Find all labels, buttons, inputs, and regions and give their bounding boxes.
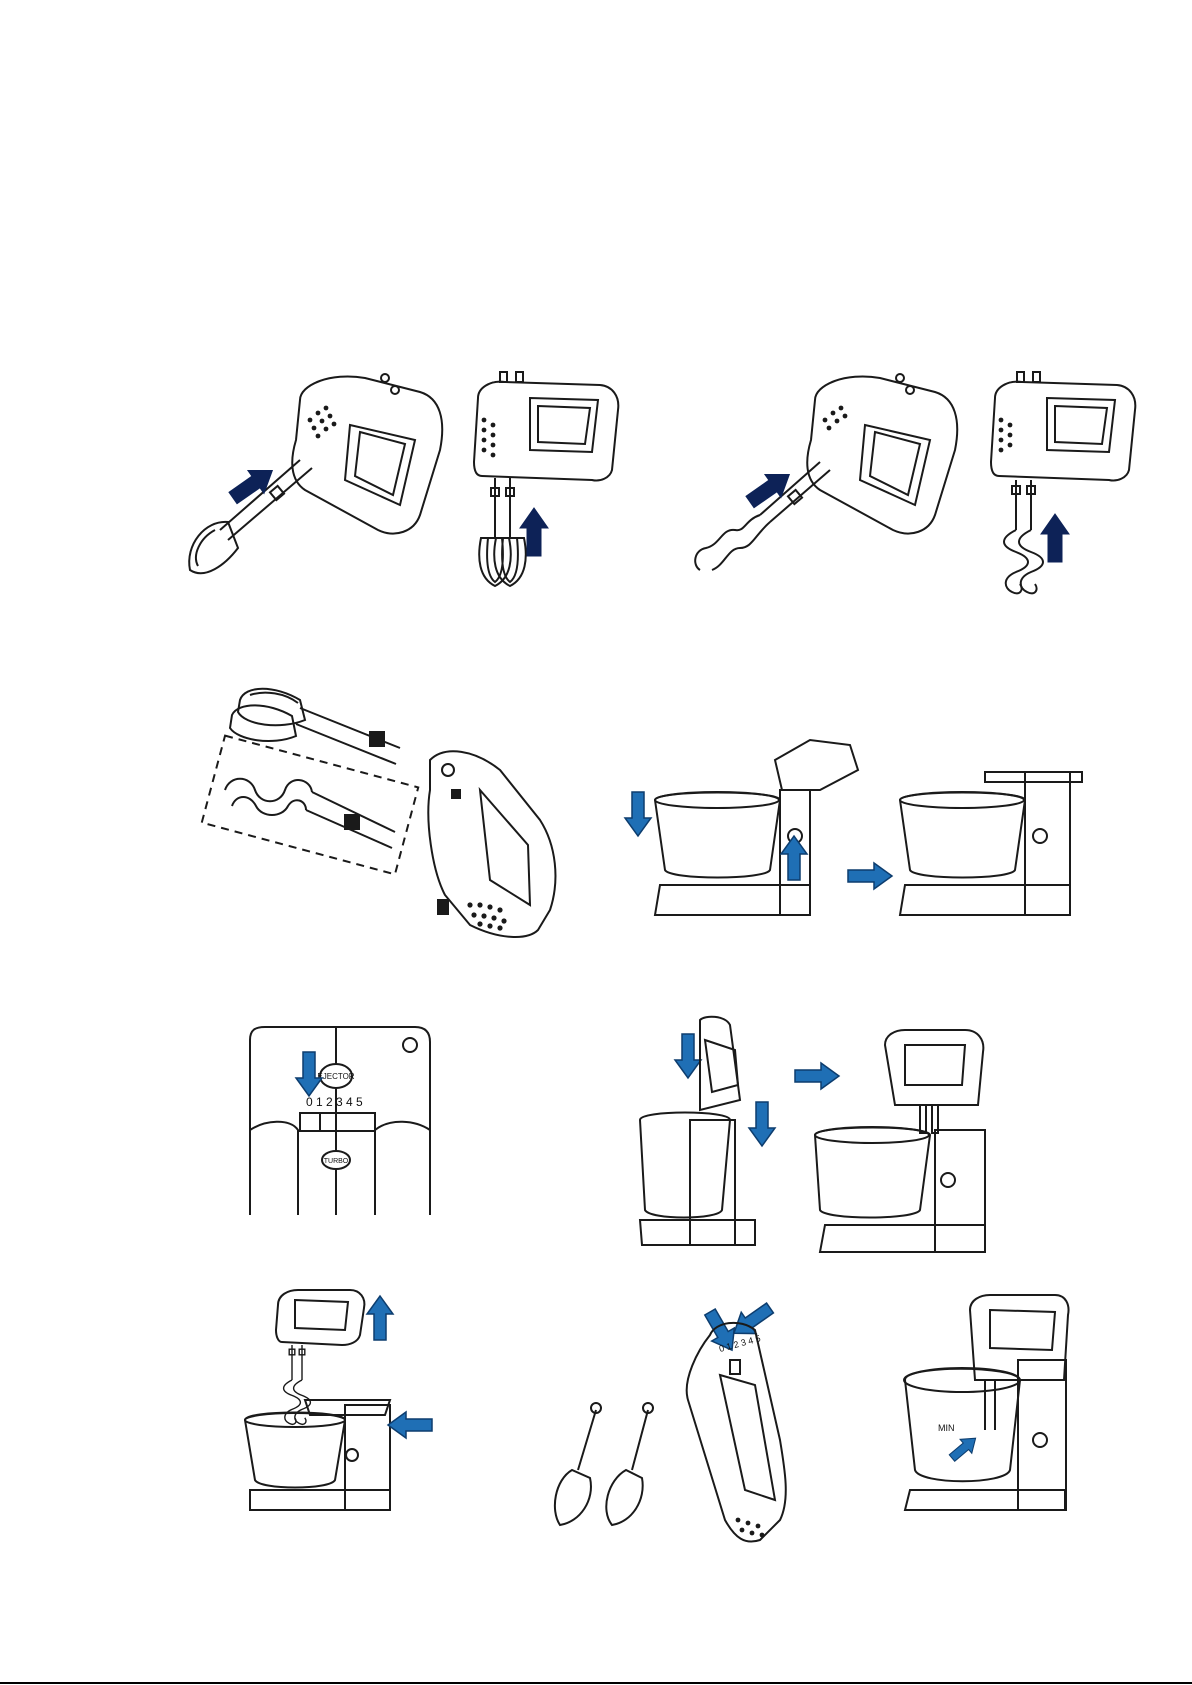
vent-dots	[308, 406, 337, 439]
turbo-button: TURBO	[322, 1151, 350, 1169]
stand-tilted-with-mixer	[640, 1017, 755, 1245]
step-insert-dough-hooks	[695, 372, 1135, 593]
vent-dots	[736, 1518, 765, 1538]
stand-with-bowl	[245, 1400, 390, 1510]
arrow-up-icon	[520, 508, 548, 556]
step-mount-mixer	[640, 1017, 985, 1252]
step-insert-beaters	[189, 372, 618, 586]
arrow-up-icon	[781, 836, 807, 880]
arrow-down-icon	[675, 1034, 701, 1078]
arrow-up-right-icon	[946, 1431, 981, 1465]
stand-with-bowl-open	[655, 740, 858, 915]
dough-hook-pair-horizontal	[225, 779, 395, 848]
mixer-control-panel	[250, 1027, 430, 1215]
arrow-down-icon	[749, 1102, 775, 1146]
page-bottom-rule	[0, 1682, 1192, 1684]
step-place-bowl	[625, 740, 1082, 915]
stand-with-mounted-mixer	[815, 1030, 985, 1252]
hand-mixer-upright	[474, 372, 618, 481]
arrow-up-icon	[367, 1296, 393, 1340]
turbo-label: TURBO	[324, 1158, 349, 1165]
vent-dots	[999, 418, 1013, 453]
step-min-marker: MIN	[904, 1295, 1068, 1510]
step-lift-mixer	[245, 1290, 432, 1510]
beater-pair-horizontal	[230, 689, 400, 764]
hand-mixer-lifted	[276, 1290, 364, 1345]
arrow-right-icon	[795, 1063, 839, 1089]
step-eject-attachments: 0 1 2 3 4 5	[555, 1297, 786, 1541]
hand-mixer-upright-side	[687, 1323, 786, 1542]
speed-switch	[300, 1113, 375, 1131]
ejected-beaters	[555, 1403, 653, 1525]
min-label: MIN	[938, 1423, 955, 1433]
step-control-panel: EJECTOR 0 1 2 3 4 5 TURBO	[250, 1027, 430, 1215]
ejector-label: EJECTOR	[317, 1072, 354, 1081]
speed-scale: 0 1 2 3 4 5	[306, 1095, 363, 1109]
arrow-down-icon	[625, 792, 651, 836]
hand-mixer-side	[428, 751, 555, 937]
stand-bowl-with-mixer	[904, 1295, 1068, 1510]
dough-hook	[1019, 480, 1043, 593]
arrow-right-icon	[848, 863, 892, 889]
arrow-up-icon	[1041, 514, 1069, 562]
hand-mixer-upright	[991, 372, 1135, 481]
arrow-left-icon	[388, 1412, 432, 1438]
stand-with-bowl-closed	[900, 772, 1082, 915]
hand-mixer-tilted	[807, 374, 957, 534]
vent-dots	[482, 418, 496, 458]
step-attachments-overview	[202, 689, 556, 937]
vent-dots	[823, 406, 848, 431]
ejector-button: EJECTOR	[317, 1064, 354, 1088]
hand-mixer-tilted	[292, 374, 442, 534]
dough-hook-box	[202, 736, 418, 875]
